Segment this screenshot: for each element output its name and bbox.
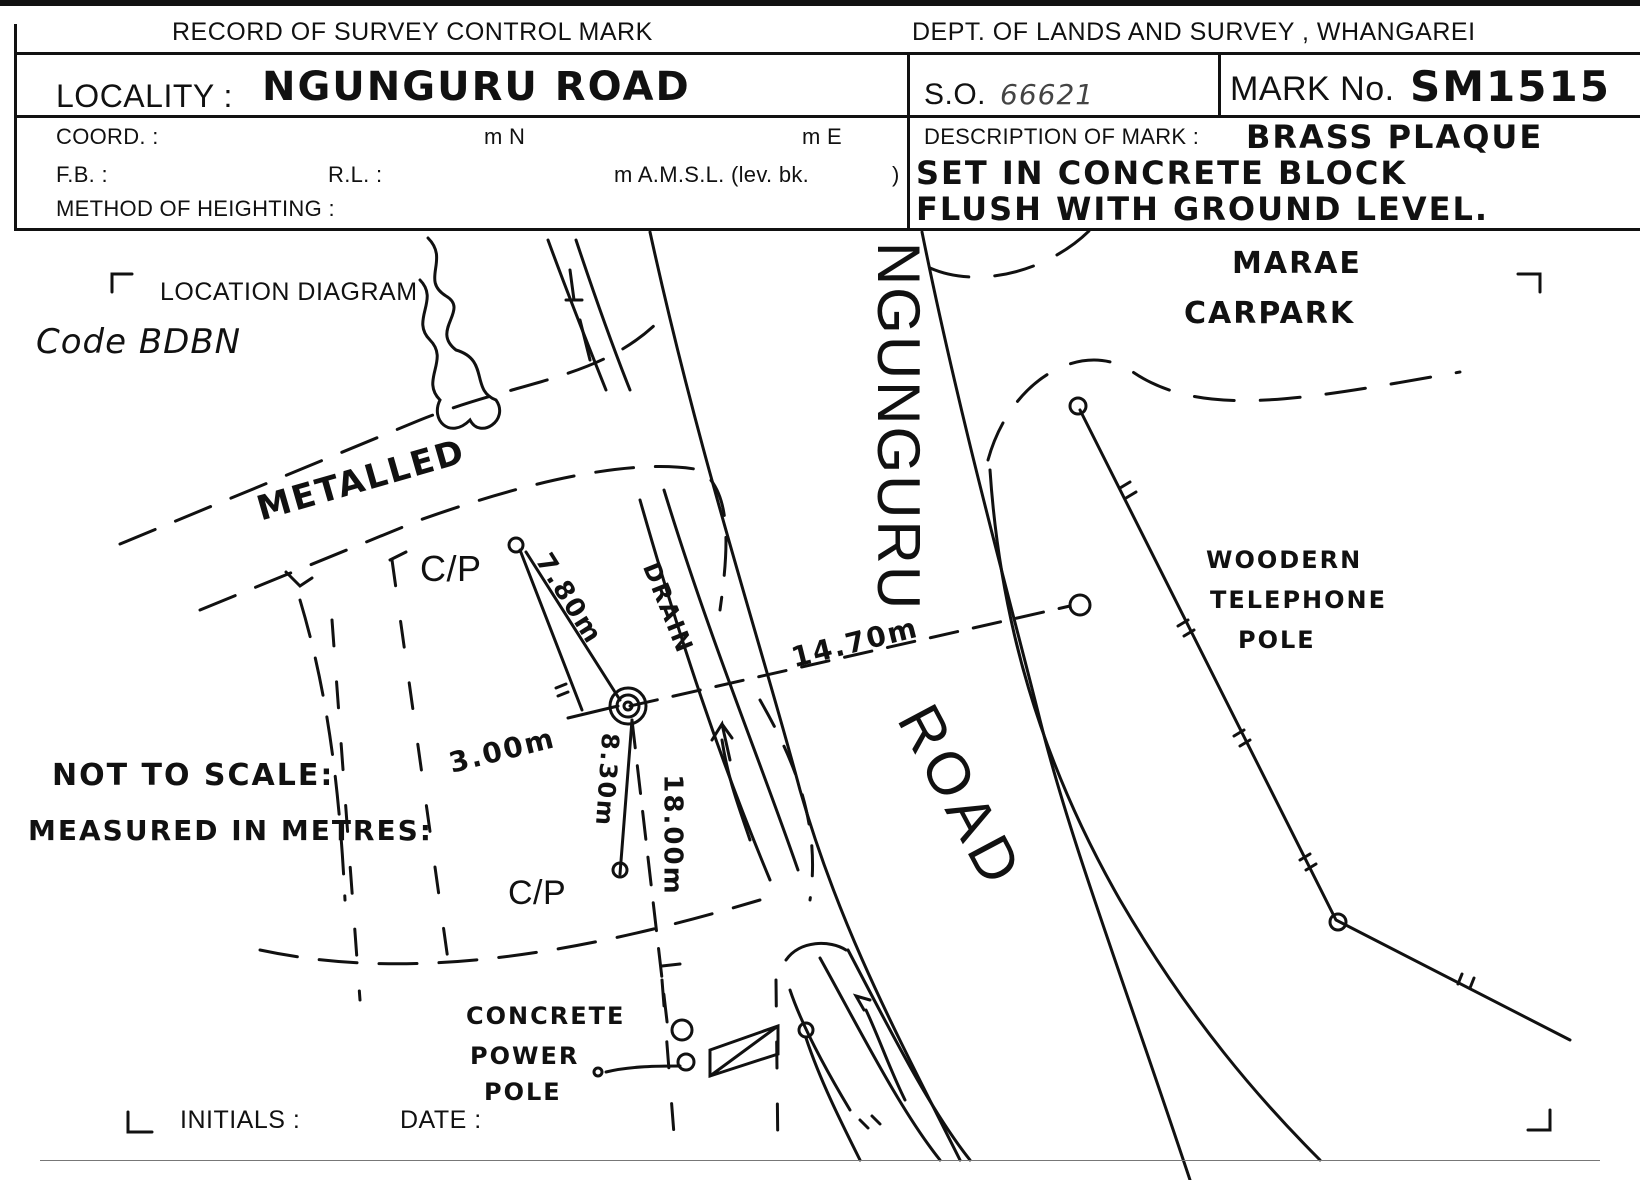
- corner-bottom-left: [126, 1110, 154, 1134]
- mark-divider: [1218, 52, 1221, 116]
- marae-carpark-edge: [928, 228, 1092, 279]
- power-pole-label-3: POLE: [484, 1078, 562, 1106]
- not-to-scale-note: NOT TO SCALE:: [52, 758, 335, 793]
- line-8-30: [618, 718, 634, 876]
- tree: [418, 236, 502, 430]
- road-edge-right: [920, 230, 1192, 1180]
- so-label: S.O.: [924, 78, 987, 111]
- locality-label: LOCALITY :: [56, 78, 233, 114]
- cp-bottom-label: C/P: [508, 874, 567, 912]
- locality-value: NGUNGURU ROAD: [262, 64, 691, 110]
- coord-label: COORD. :: [56, 124, 159, 149]
- power-pole-label-1: CONCRETE: [466, 1002, 626, 1030]
- telephone-line: [1078, 408, 1572, 1042]
- survey-mark: [608, 686, 648, 726]
- metalled-edge-bottom: [198, 465, 728, 612]
- bottom-rule: [40, 1160, 1600, 1161]
- so-value: 66621: [1000, 78, 1095, 111]
- telephone-pole-label-2: TELEPHONE: [1210, 586, 1388, 614]
- line-14-70: [628, 604, 1072, 708]
- corner-bottom-right: [1526, 1108, 1552, 1132]
- record-title: RECORD OF SURVEY CONTROL MARK: [172, 18, 653, 46]
- marae-label: MARAE: [1232, 246, 1362, 281]
- rule-below-coord: [14, 228, 1640, 231]
- telephone-pole-label-1: WOODERN: [1206, 546, 1363, 574]
- line-18-00: [630, 718, 670, 1032]
- marae-road-edge: [988, 468, 1322, 1162]
- mark-no-value: SM1515: [1410, 62, 1611, 111]
- description-line-1: BRASS PLAQUE: [1246, 118, 1544, 156]
- code-label: Code BDBN: [36, 322, 242, 362]
- initials-field: INITIALS :: [180, 1106, 301, 1134]
- metalled-edge-top: [118, 318, 662, 546]
- power-pole-label-2: POWER: [470, 1042, 580, 1070]
- rule-below-locality: [14, 115, 1640, 118]
- center-divider: [907, 52, 910, 230]
- corner-top-left: [110, 272, 134, 294]
- lower-curb: [784, 941, 848, 962]
- cp-top-label: C/P: [420, 548, 482, 589]
- description-line-2: SET IN CONCRETE BLOCK: [916, 154, 1408, 192]
- line-cp-top-down: [518, 548, 584, 712]
- line-to-cp-top: [524, 550, 622, 702]
- mark-no-label: MARK No.: [1230, 70, 1395, 108]
- method-label: METHOD OF HEIGHTING :: [56, 196, 335, 221]
- coord-me: m E: [802, 124, 843, 149]
- location-diagram-title: LOCATION DIAGRAM: [160, 278, 418, 306]
- description-label: DESCRIPTION OF MARK :: [924, 124, 1200, 149]
- top-border: [0, 0, 1640, 6]
- amsl-label: m A.M.S.L. (lev. bk.: [614, 162, 810, 187]
- dept-title: DEPT. OF LANDS AND SURVEY , WHANGAREI: [912, 18, 1476, 46]
- lower-drain-2: [846, 948, 972, 1162]
- metalled-lower: [258, 898, 762, 966]
- amsl-close-paren: ): [892, 162, 900, 187]
- drain-edge-2: [662, 488, 800, 872]
- drain-edge-1: [638, 498, 772, 882]
- left-border: [14, 24, 17, 230]
- marae-carpark-curve: [986, 358, 1462, 462]
- date-field: DATE :: [400, 1106, 482, 1134]
- power-box: [708, 1023, 780, 1079]
- metalled-curve-left: [298, 598, 347, 902]
- road-name-ngunguru: NGUNGURU: [865, 241, 933, 612]
- carpark-label: CARPARK: [1184, 296, 1356, 331]
- fb-label: F.B. :: [56, 162, 108, 187]
- rl-label: R.L. :: [328, 162, 383, 187]
- rule-below-title: [14, 52, 1640, 55]
- coord-mn: m N: [484, 124, 526, 149]
- corner-top-right: [1516, 272, 1542, 294]
- telephone-pole-label-3: POLE: [1238, 626, 1316, 654]
- description-line-3: FLUSH WITH GROUND LEVEL.: [916, 190, 1490, 228]
- distance-18-00: 18.00m: [657, 774, 688, 896]
- metalled-arc-right: [758, 698, 814, 902]
- measured-in-metres-note: MEASURED IN METRES:: [28, 814, 433, 847]
- lower-drain-1: [818, 956, 942, 1162]
